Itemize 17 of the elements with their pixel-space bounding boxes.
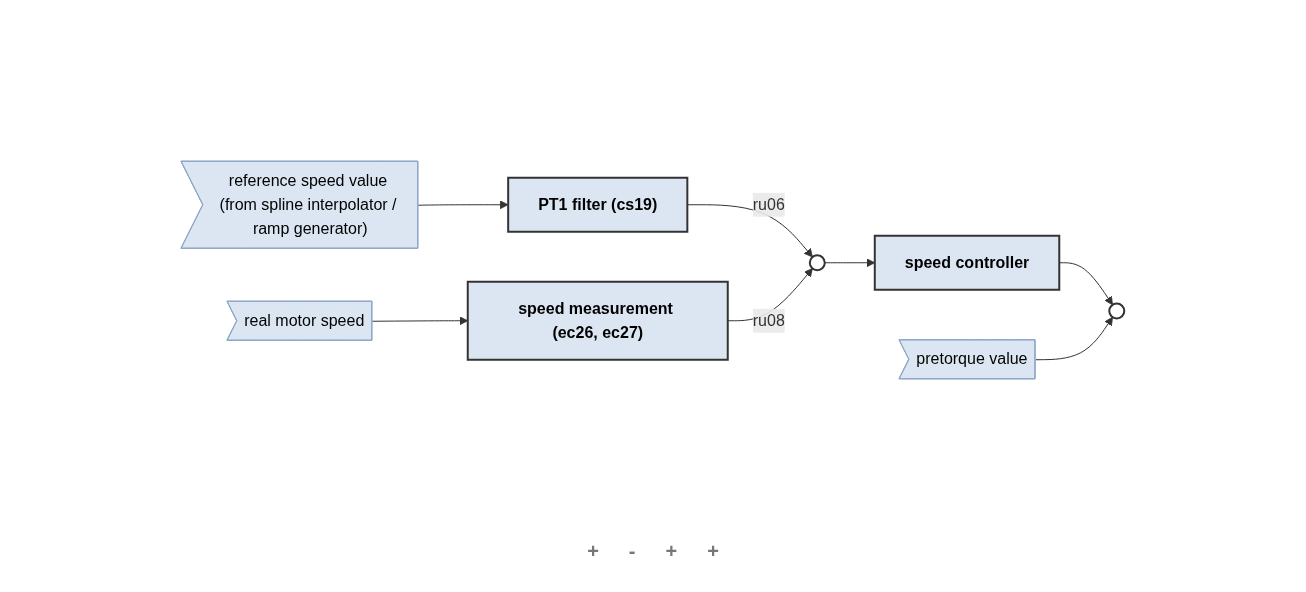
node-box: speed measurement (ec26, ec27)	[467, 280, 730, 361]
sign-label: +	[665, 540, 678, 563]
sign-label: +	[707, 540, 719, 563]
sign-label: +	[587, 540, 599, 563]
node-circle	[1108, 302, 1126, 320]
arrow	[1035, 316, 1114, 361]
node-box: speed controller	[874, 234, 1061, 291]
arrow	[824, 258, 876, 268]
arrow	[418, 200, 509, 210]
arrow	[687, 204, 814, 258]
node-box: PT1 filter (cs19)	[507, 176, 689, 233]
node-circle	[809, 254, 827, 272]
arrow	[372, 316, 469, 326]
edge-label: ru06	[753, 195, 786, 213]
sign-label: -	[628, 540, 636, 563]
edge-label: ru08	[753, 311, 786, 329]
arrow	[1059, 262, 1114, 306]
